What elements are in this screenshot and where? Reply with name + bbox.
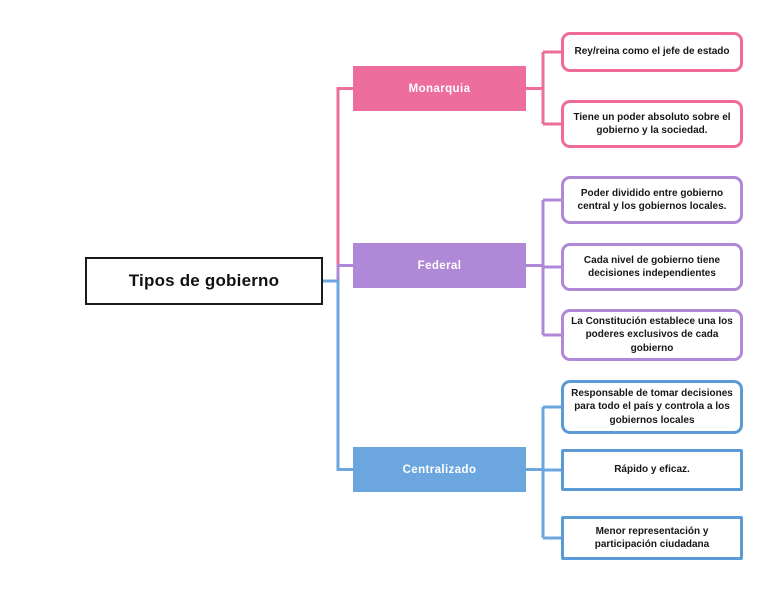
branch-node-monarquia[interactable]: Monarquia [353, 66, 526, 111]
leaf-node-centralizado-2[interactable]: Rápido y eficaz. [561, 449, 743, 491]
leaf-node-federal-2[interactable]: Cada nivel de gobierno tiene decisiones … [561, 243, 743, 291]
leaf-node-monarquia-1[interactable]: Rey/reina como el jefe de estado [561, 32, 743, 72]
leaf-node-centralizado-3[interactable]: Menor representación y participación ciu… [561, 516, 743, 560]
connector-root-to-centralizado [323, 279, 353, 471]
leaf-node-federal-3[interactable]: La Constitución establece una los podere… [561, 309, 743, 361]
leaf-node-centralizado-1[interactable]: Responsable de tomar decisiones para tod… [561, 380, 743, 434]
connector-root-to-federal [323, 264, 353, 283]
leaf-node-federal-1[interactable]: Poder dividido entre gobierno central y … [561, 176, 743, 224]
connector-root-to-monarquia [323, 87, 353, 283]
root-node[interactable]: Tipos de gobierno [85, 257, 323, 305]
connector-centralizado-to-leaves [526, 405, 561, 540]
connector-monarquia-to-leaves [526, 50, 561, 126]
leaf-node-monarquia-2[interactable]: Tiene un poder absoluto sobre el gobiern… [561, 100, 743, 148]
branch-node-federal[interactable]: Federal [353, 243, 526, 288]
connector-federal-to-leaves [526, 198, 561, 337]
branch-node-centralizado[interactable]: Centralizado [353, 447, 526, 492]
